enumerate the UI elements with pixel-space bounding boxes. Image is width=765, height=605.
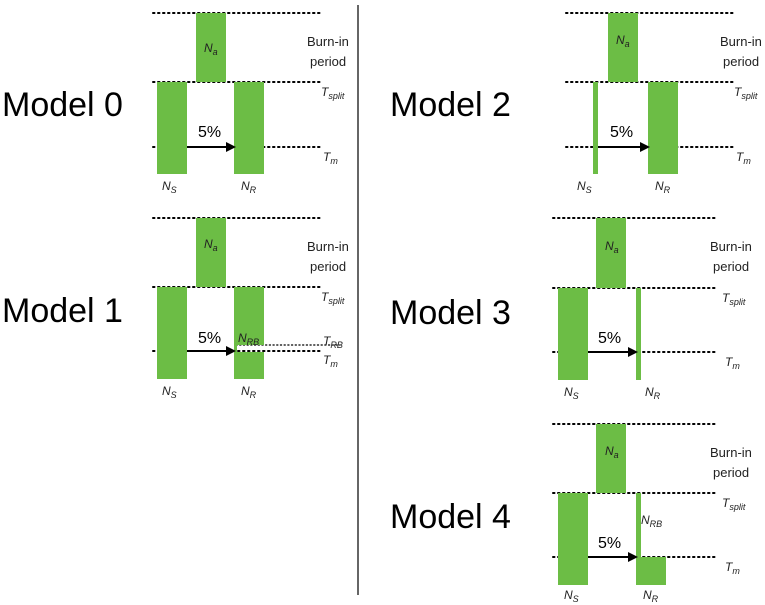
model-0-title: Model 0 <box>2 86 123 124</box>
model-4-source-bar <box>558 493 588 585</box>
model-4-nrb-label: NRB <box>641 513 662 529</box>
model-3-ancestral-bar <box>596 218 626 288</box>
model-1-tm-label: Tm <box>323 353 338 369</box>
model-1-arrowhead <box>226 346 236 356</box>
model-1-ancestral-bar <box>196 218 226 287</box>
model-4-title: Model 4 <box>390 498 511 536</box>
model-4-burnin-line2: period <box>713 465 749 480</box>
model-3-tsplit-label: Tsplit <box>722 291 746 307</box>
model-4-ns-label: NS <box>564 588 579 604</box>
model-0-tm-label: Tm <box>323 150 338 166</box>
model-3-arrowhead <box>628 347 638 357</box>
model-4-burnin-line1: Burn-in <box>710 445 752 460</box>
model-3-recipient-bar <box>636 288 641 380</box>
model-1-burnin-line2: period <box>310 259 346 274</box>
model-4-recipient-bar <box>636 557 666 585</box>
model-2-burnin-line2: period <box>723 54 759 69</box>
model-2-burnin-line1: Burn-in <box>720 34 762 49</box>
model-4-na-label: Na <box>605 444 619 460</box>
model-1-recipient-top-bar <box>234 287 264 345</box>
model-4-bottleneck-bar <box>636 493 641 557</box>
model-4-tsplit-label: Tsplit <box>722 496 746 512</box>
model-3-title: Model 3 <box>390 294 511 332</box>
model-1-recipient-bottom-bar <box>234 352 264 379</box>
model-2-recipient-bar <box>648 82 678 174</box>
model-0-nr-label: NR <box>241 179 257 195</box>
model-2-arrowhead <box>640 142 650 152</box>
model-4-nr-label: NR <box>643 588 659 604</box>
model-1-title: Model 1 <box>2 292 123 330</box>
model-3-nr-label: NR <box>645 385 661 401</box>
model-2-ancestral-bar <box>608 13 638 82</box>
model-1-tsplit-label: Tsplit <box>321 290 345 306</box>
model-3-na-label: Na <box>605 239 619 255</box>
model-2-ns-label: NS <box>577 179 592 195</box>
model-3-ns-label: NS <box>564 385 579 401</box>
model-2-title: Model 2 <box>390 86 511 124</box>
model-4-tm-label: Tm <box>725 560 740 576</box>
model-0-source-bar <box>157 82 187 174</box>
model-1-ns-label: NS <box>162 384 177 400</box>
model-3-source-bar <box>558 288 588 380</box>
model-0-na-label: Na <box>204 41 218 57</box>
model-0-arrowhead <box>226 142 236 152</box>
model-4-ancestral-bar <box>596 424 626 493</box>
model-3-burnin-line1: Burn-in <box>710 239 752 254</box>
model-1-bottleneck-bar <box>234 345 237 352</box>
model-1-nr-label: NR <box>241 384 257 400</box>
model-0-ns-label: NS <box>162 179 177 195</box>
model-0-panel: Model 0 5% Na NS NR Burn-in period Tspli… <box>2 12 349 195</box>
model-2-tsplit-label: Tsplit <box>734 85 758 101</box>
model-1-panel: Model 1 5% Na NRB NS NR Burn-in period T… <box>2 217 349 400</box>
model-1-source-bar <box>157 287 187 379</box>
model-2-nr-label: NR <box>655 179 671 195</box>
model-1-burnin-line1: Burn-in <box>307 239 349 254</box>
model-0-migration-label: 5% <box>198 124 221 141</box>
model-3-burnin-line2: period <box>713 259 749 274</box>
model-3-tm-label: Tm <box>725 355 740 371</box>
model-3-panel: Model 3 5% Na NS NR Burn-in period Tspli… <box>390 217 752 401</box>
model-2-panel: Model 2 5% Na NS NR Burn-in period Tspli… <box>390 12 762 195</box>
model-0-tsplit-label: Tsplit <box>321 85 345 101</box>
model-4-arrowhead <box>628 552 638 562</box>
model-3-migration-label: 5% <box>598 330 621 347</box>
model-0-recipient-bar <box>234 82 264 174</box>
model-1-trb-label: TRB <box>323 334 343 350</box>
model-2-source-bar <box>593 82 598 174</box>
model-4-panel: Model 4 5% Na NRB NS NR Burn-in period T… <box>390 423 752 604</box>
model-2-tm-label: Tm <box>736 150 751 166</box>
model-0-burnin-line2: period <box>310 54 346 69</box>
model-1-migration-label: 5% <box>198 330 221 347</box>
model-1-na-label: Na <box>204 237 218 253</box>
model-0-burnin-line1: Burn-in <box>307 34 349 49</box>
model-1-nrb-label: NRB <box>238 331 259 347</box>
model-0-ancestral-bar <box>196 13 226 82</box>
model-2-na-label: Na <box>616 33 630 49</box>
model-4-migration-label: 5% <box>598 535 621 552</box>
model-2-migration-label: 5% <box>610 124 633 141</box>
